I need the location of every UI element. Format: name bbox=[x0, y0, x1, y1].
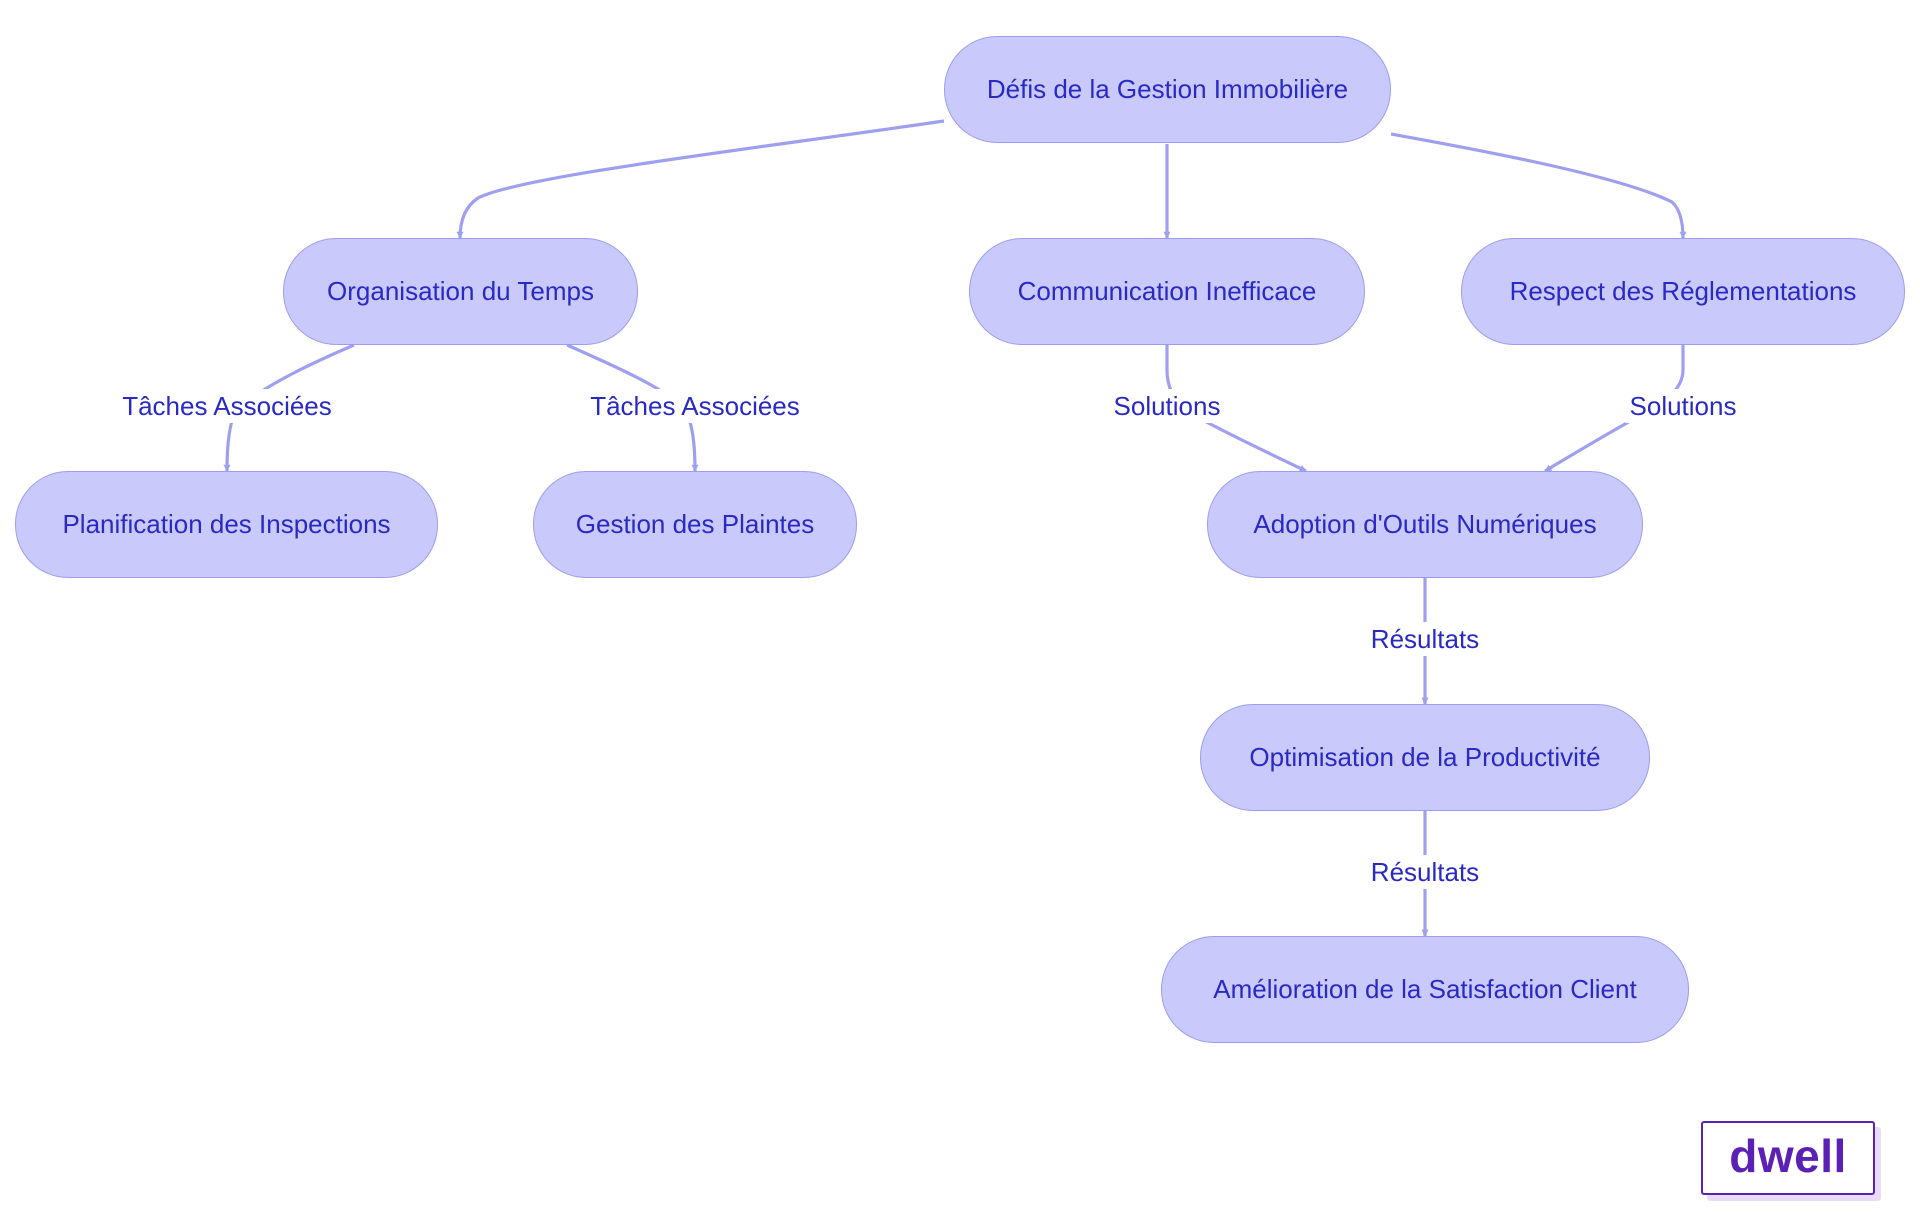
edge-label-resultats-1: Résultats bbox=[1366, 622, 1484, 656]
dwell-logo-text: dwell bbox=[1729, 1130, 1847, 1182]
node-organisation-du-temps: Organisation du Temps bbox=[283, 238, 638, 345]
dwell-logo: dwell bbox=[1701, 1121, 1875, 1195]
edge-defis-respect bbox=[1390, 132, 1687, 239]
edge-label-taches-associees-1: Tâches Associées bbox=[118, 389, 336, 423]
edge-label-resultats-2: Résultats bbox=[1366, 855, 1484, 889]
edge-label-solutions-2: Solutions bbox=[1625, 389, 1741, 423]
node-respect-des-reglementations: Respect des Réglementations bbox=[1461, 238, 1905, 345]
node-defis-gestion-immobiliere: Défis de la Gestion Immobilière bbox=[944, 36, 1391, 143]
node-gestion-des-plaintes: Gestion des Plaintes bbox=[533, 471, 857, 578]
edge-defis-organisation bbox=[456, 119, 945, 239]
node-amelioration-satisfaction-client: Amélioration de la Satisfaction Client bbox=[1161, 936, 1689, 1043]
edge-label-taches-associees-2: Tâches Associées bbox=[586, 389, 804, 423]
node-optimisation-productivite: Optimisation de la Productivité bbox=[1200, 704, 1650, 811]
edge-label-solutions-1: Solutions bbox=[1109, 389, 1225, 423]
node-adoption-outils-numeriques: Adoption d'Outils Numériques bbox=[1207, 471, 1643, 578]
node-communication-inefficace: Communication Inefficace bbox=[969, 238, 1365, 345]
node-planification-des-inspections: Planification des Inspections bbox=[15, 471, 438, 578]
